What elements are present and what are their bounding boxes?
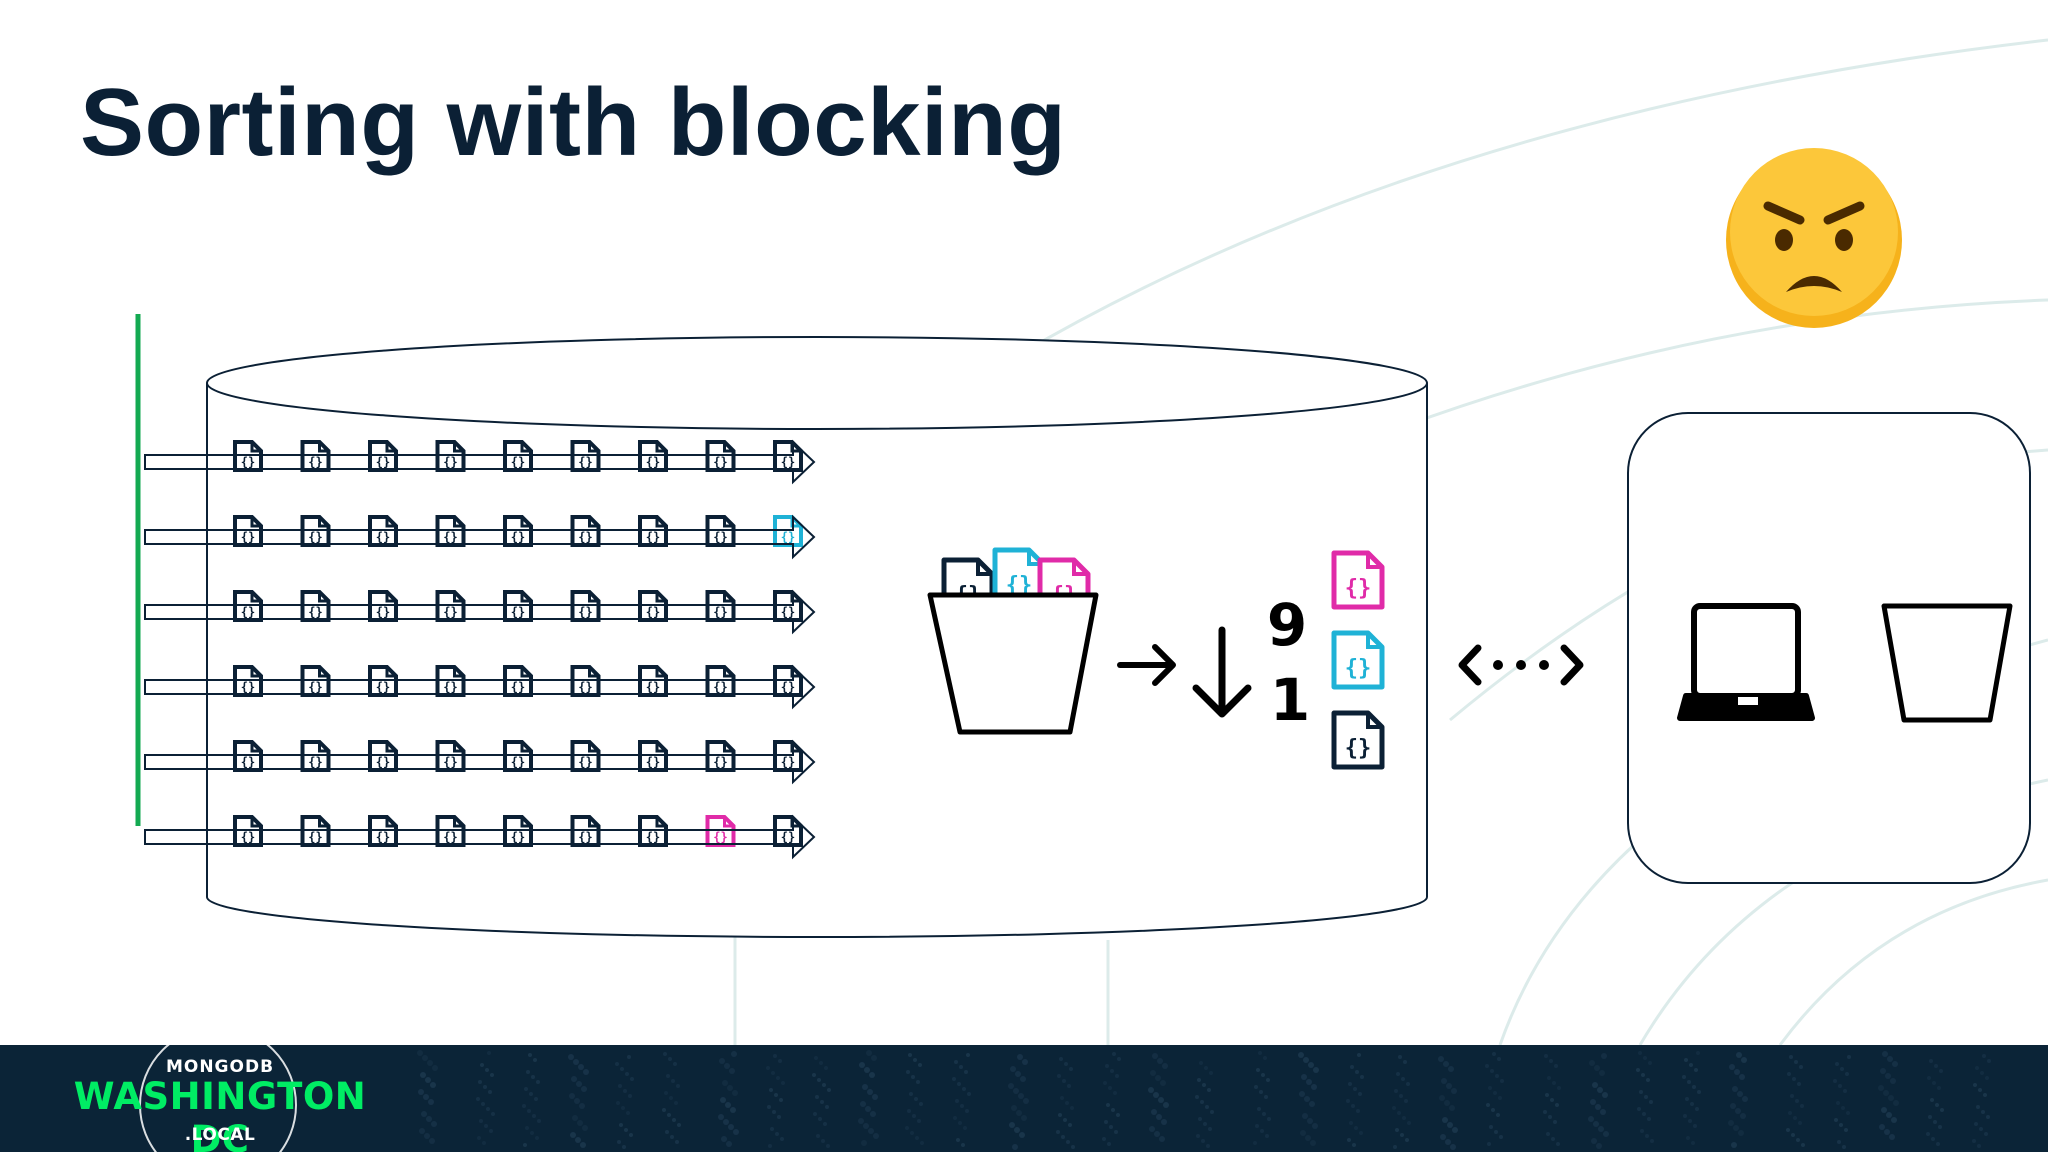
sorted-documents [1334,553,1382,767]
right-arrow-icon [1117,644,1176,686]
logo-suffix: .LOCAL [184,1125,256,1145]
scan-arrow [144,814,816,860]
event-logo: MONGODB WASHINGTON DC .LOCAL [40,1045,400,1152]
client-panel [1627,412,2031,884]
database-cylinder [206,336,1428,938]
logo-city: WASHINGTON DC [73,1075,367,1152]
bucket-icon [1881,603,2013,723]
laptop-icon [1677,603,1815,721]
scan-arrow [144,514,816,560]
down-arrow-icon [1192,626,1252,718]
logo-company: MONGODB [165,1057,275,1077]
bidirectional-arrow-icon [1458,644,1584,686]
bidirectional-arrow-dots [1493,660,1549,670]
sort-bottom-digit: 1 [1270,666,1310,734]
slide-title: Sorting with blocking [80,69,1067,176]
scan-arrow [144,589,816,635]
scan-arrow [144,664,816,710]
collection-scan-arrows [144,439,816,860]
bucket-icon [927,592,1099,735]
document-icon [1334,713,1382,767]
footer-dot-pattern [417,1050,1991,1150]
document-icon [1334,553,1382,607]
scan-arrow [144,739,816,785]
logo-circle [139,1045,297,1152]
angry-face-icon [1726,148,1902,328]
document-icon [1334,633,1382,687]
bucket-with-documents [927,550,1099,735]
sort-top-digit: 9 [1267,591,1307,659]
diagram: {} {} [135,38,2048,1045]
footer-banner: MONGODB WASHINGTON DC .LOCAL [0,1045,2048,1152]
scan-arrow [144,439,816,485]
